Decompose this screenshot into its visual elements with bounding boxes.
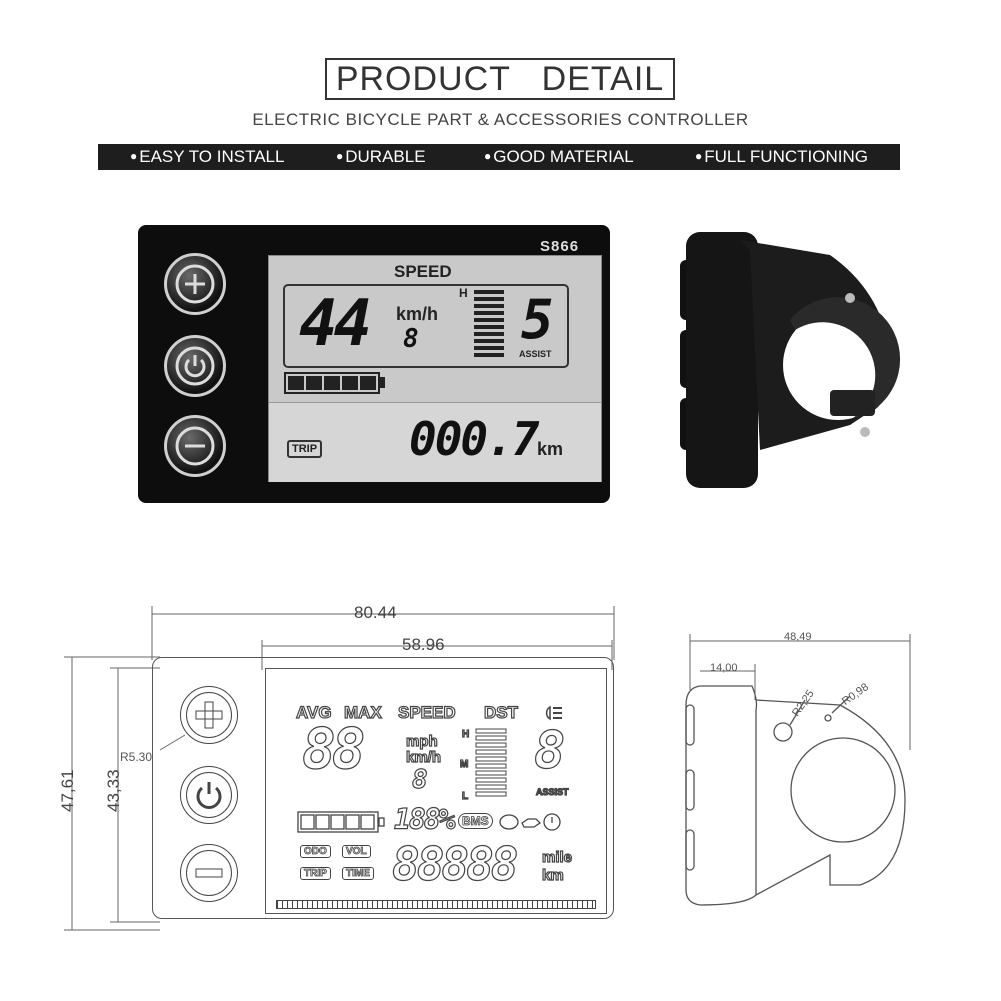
lcd-mph-unit: mph: [405, 732, 438, 750]
drawing-lcd: AVG MAX SPEED DST 88 mph km/h 8 H M L 8 …: [265, 668, 607, 914]
model-label: S866: [540, 238, 580, 255]
feature-item: ●EASY TO INSTALL: [130, 147, 285, 166]
lcd-odo-tag: ODO: [300, 845, 331, 858]
drawing-power-button: [180, 766, 238, 824]
lcd-assist-digit: 8: [533, 720, 566, 781]
front-view-drawing: AVG MAX SPEED DST 88 mph km/h 8 H M L 8 …: [152, 657, 614, 919]
lcd-trip-tag: TRIP: [300, 867, 331, 880]
lcd-level-m: M: [459, 758, 469, 770]
lcd-level-h: H: [461, 728, 470, 740]
power-icon: [196, 782, 222, 809]
minus-icon: [195, 868, 223, 878]
odometer-unit: km: [537, 439, 564, 459]
lcd-max-label: MAX: [343, 702, 382, 722]
dim-side-depth: 14,00: [710, 662, 738, 674]
lcd-avg-label: AVG: [295, 702, 332, 722]
plus-button[interactable]: [164, 253, 226, 315]
dim-radius: R5.30: [120, 750, 153, 764]
page-title-box: PRODUCT DETAIL: [325, 58, 675, 100]
lcd-bms-tag: BMS: [458, 813, 493, 829]
lcd-time-tag: TIME: [342, 867, 374, 880]
odometer-value: 000.7: [409, 412, 539, 466]
lcd-assist-label: ASSIST: [535, 786, 569, 797]
power-button[interactable]: [164, 335, 226, 397]
speed-label: SPEED: [394, 262, 452, 281]
lcd-odo-digits: 88888: [391, 836, 519, 891]
plus-icon: [175, 264, 215, 304]
assist-value: 5: [521, 288, 554, 351]
lcd-speed-digits: 88: [301, 716, 366, 782]
trip-label: TRIP: [287, 440, 323, 458]
battery-tip: [380, 377, 385, 388]
page-title: PRODUCT DETAIL: [335, 59, 665, 98]
feature-item: ●GOOD MATERIAL: [484, 147, 634, 166]
drawing-minus-button: [180, 844, 238, 902]
page-subtitle: ELECTRIC BICYCLE PART & ACCESSORIES CONT…: [252, 110, 749, 129]
speed-panel: [283, 284, 569, 368]
lcd-mile-unit: mile: [541, 848, 573, 866]
assist-label: ASSIST: [519, 349, 552, 359]
lcd-dst-label: DST: [483, 702, 518, 722]
side-view-photo: [680, 232, 901, 488]
dim-side-width: 48,49: [784, 631, 812, 643]
level-high-label: H: [459, 286, 468, 300]
speed-small-digit: 8: [403, 324, 419, 354]
plus-icon: [195, 701, 223, 729]
lcd-warning-icons: [499, 813, 561, 831]
feature-item: ●DURABLE: [336, 147, 426, 166]
dim-total-height: 47,61: [58, 769, 77, 812]
lcd-kmh-unit: km/h: [405, 748, 442, 766]
lcd-small-digit: 8: [411, 764, 428, 795]
lcd-km-unit: km: [541, 866, 564, 884]
feature-item: ●FULL FUNCTIONING: [695, 147, 868, 166]
display-unit-photo: S866 SPEED 44 km/h 8 H 5 ASSIST: [138, 225, 610, 503]
speed-unit: km/h: [396, 304, 439, 324]
assist-level-bars: [474, 290, 504, 360]
lcd-percent: 188%: [393, 802, 456, 836]
dim-inner-height: 43,33: [104, 769, 123, 812]
speed-value: 44: [299, 287, 372, 361]
lcd-battery-icon: [297, 811, 385, 833]
lcd-vol-tag: VOL: [342, 845, 371, 858]
drawing-plus-button: [180, 686, 238, 744]
minus-icon: [175, 426, 215, 466]
dim-total-width: 80.44: [354, 603, 397, 622]
lcd-level-bars: [475, 728, 507, 797]
lcd-screen: SPEED 44 km/h 8 H 5 ASSIST TRIP 000.7 km: [268, 255, 602, 482]
feature-bar: ●EASY TO INSTALL ●DURABLE ●GOOD MATERIAL…: [98, 144, 900, 170]
power-icon: [175, 346, 215, 386]
battery-icon: [284, 372, 380, 394]
dim-screen-width: 58.96: [402, 635, 445, 654]
minus-button[interactable]: [164, 415, 226, 477]
trip-area: [269, 402, 601, 482]
lcd-level-l: L: [461, 790, 469, 802]
headlight-icon: [545, 705, 562, 721]
lcd-bottom-scale: [276, 900, 596, 909]
lcd-speed-label: SPEED: [397, 702, 456, 722]
